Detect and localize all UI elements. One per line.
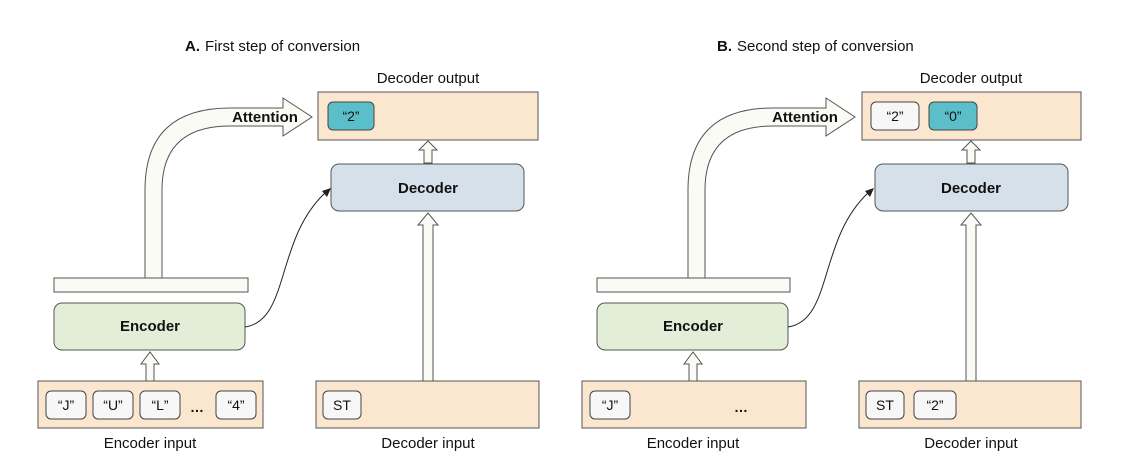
panel-a-context-arrowhead bbox=[322, 188, 331, 197]
panel-b-output-token-0-label: “2” bbox=[886, 108, 903, 124]
panel-a-decoder-token-0 bbox=[322, 390, 362, 420]
panel-b-decoder-token-0 bbox=[865, 390, 905, 420]
panel-a-context-connector bbox=[244, 192, 326, 328]
panel-a-decoder-block bbox=[330, 163, 525, 212]
panel-b-output-token-1 bbox=[928, 101, 978, 131]
panel-a-decoder-output-label: Decoder output bbox=[377, 70, 480, 87]
panel-a-encoder-token-0-label: “J” bbox=[58, 397, 75, 413]
panel-a-encoder-state-bar bbox=[53, 277, 249, 293]
panel-a-output-token-0-label: “2” bbox=[342, 108, 359, 124]
panel-a-encoder-token-0 bbox=[45, 390, 87, 420]
panel-a-decoder-label: Decoder bbox=[398, 180, 458, 197]
panel-a-encoder-input-arrow bbox=[140, 351, 160, 382]
panel-a-encoder-ellipsis: … bbox=[190, 399, 204, 415]
panel-a-title: A.First step of conversion bbox=[185, 38, 360, 55]
panel-a-encoder-token-1 bbox=[92, 390, 134, 420]
panel-b-decoder-token-1 bbox=[913, 390, 957, 420]
panel-a-encoder-token-4-label: “4” bbox=[227, 397, 244, 413]
panel-a-decoder-to-output-arrow bbox=[417, 140, 439, 164]
panel-a-encoder-input-label: Encoder input bbox=[104, 435, 197, 452]
panel-a-encoder-token-2 bbox=[139, 390, 181, 420]
panel-b: B.Second step of conversion Decoder outp… bbox=[581, 38, 1082, 452]
panel-b-context-arrowhead bbox=[865, 188, 874, 197]
panel-a-encoder-token-4 bbox=[215, 390, 257, 420]
panel-b-output-token-1-label: “0” bbox=[944, 108, 961, 124]
panel-b-decoder-output-label: Decoder output bbox=[920, 70, 1023, 87]
panel-b-encoder-input-label: Encoder input bbox=[647, 435, 740, 452]
panel-b-decoder-token-0-label: ST bbox=[876, 397, 894, 413]
panel-b-encoder-token-0 bbox=[589, 390, 631, 420]
panel-a-encoder-token-2-label: “L” bbox=[151, 397, 168, 413]
panel-b-decoder-label: Decoder bbox=[941, 180, 1001, 197]
panel-a: A.First step of conversion Decoder outpu… bbox=[37, 38, 540, 452]
panel-b-decoder-input-arrow bbox=[959, 212, 983, 383]
panel-b-encoder-token-0-label: “J” bbox=[602, 397, 619, 413]
panel-b-attention-label: Attention bbox=[772, 109, 838, 126]
panel-a-decoder-token-0-label: ST bbox=[333, 397, 351, 413]
panel-b-decoder-block bbox=[874, 163, 1069, 212]
panel-b-decoder-token-1-label: “2” bbox=[926, 397, 943, 413]
panel-b-attention-arrow bbox=[687, 97, 856, 279]
panel-b-context-connector bbox=[787, 192, 869, 328]
panel-a-attention-arrow bbox=[144, 97, 313, 279]
panel-a-encoder-label: Encoder bbox=[120, 318, 180, 335]
panel-b-decoder-input-label: Decoder input bbox=[924, 435, 1018, 452]
panel-b-encoder-label: Encoder bbox=[663, 318, 723, 335]
panel-b-output-token-0 bbox=[870, 101, 920, 131]
panel-b-encoder-ellipsis: … bbox=[734, 399, 748, 415]
panel-a-decoder-input-arrow bbox=[416, 212, 440, 383]
panel-a-decoder-input-label: Decoder input bbox=[381, 435, 475, 452]
panel-b-encoder-input-arrow bbox=[683, 351, 703, 382]
panel-a-output-token-0 bbox=[327, 101, 375, 131]
panel-b-title: B.Second step of conversion bbox=[717, 38, 914, 55]
panel-a-encoder-token-1-label: “U” bbox=[103, 397, 123, 413]
panel-b-encoder-state-bar bbox=[596, 277, 791, 293]
panel-a-attention-label: Attention bbox=[232, 109, 298, 126]
panel-b-decoder-to-output-arrow bbox=[960, 140, 982, 164]
